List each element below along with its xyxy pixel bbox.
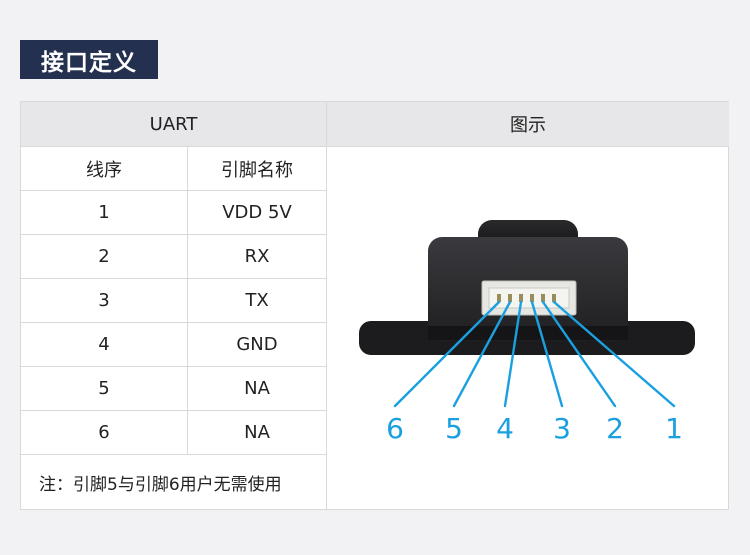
section-title: 接口定义 [20,40,158,79]
leader-line-pin-3 [530,300,564,408]
row-3-pin: 3 [98,290,110,311]
col-header-pin-order: 线序 [86,159,122,181]
row-1-name: VDD 5V [222,202,292,223]
row-4-name: GND [236,334,278,355]
divider [21,146,728,147]
pin-label-6: 6 [386,411,404,445]
row-1-pin: 1 [98,202,110,223]
sensor-pinout-diagram: 6 5 4 3 2 1 [327,148,729,510]
row-5-pin: 5 [98,378,110,399]
divider [21,366,326,367]
row-6-name: NA [244,422,270,443]
row-2-name: RX [244,246,270,267]
pin-label-1: 1 [665,411,683,445]
pin-label-5: 5 [445,411,463,445]
col-header-pin-name: 引脚名称 [221,159,293,181]
divider [21,454,326,455]
divider [21,190,326,191]
divider [21,322,326,323]
leader-line-pin-4 [503,300,523,408]
body-base [428,326,628,340]
divider [326,102,327,509]
row-5-name: NA [244,378,270,399]
leader-line-pin-5 [452,300,512,408]
pin-leader-lines [393,300,676,408]
header-uart: UART [21,102,326,146]
header-diagram: 图示 [327,102,729,146]
leader-line-pin-2 [541,300,617,408]
divider [21,234,326,235]
row-3-name: TX [245,290,269,311]
pin-label-3: 3 [553,411,571,445]
leader-line-pin-6 [393,300,501,408]
pin-definition-table: UART 图示 线序 引脚名称 1 VDD 5V 2 RX 3 TX 4 GND… [20,101,729,510]
row-6-pin: 6 [98,422,110,443]
row-2-pin: 2 [98,246,110,267]
usage-note: 注：引脚5与引脚6用户无需使用 [39,474,282,495]
connector-pins [497,294,556,302]
row-4-pin: 4 [98,334,110,355]
pin-label-4: 4 [496,411,514,445]
divider [21,278,326,279]
pin-label-2: 2 [606,411,624,445]
divider [21,410,326,411]
sensor-illustration [359,220,695,408]
leader-line-pin-1 [552,300,676,408]
divider [187,146,188,454]
